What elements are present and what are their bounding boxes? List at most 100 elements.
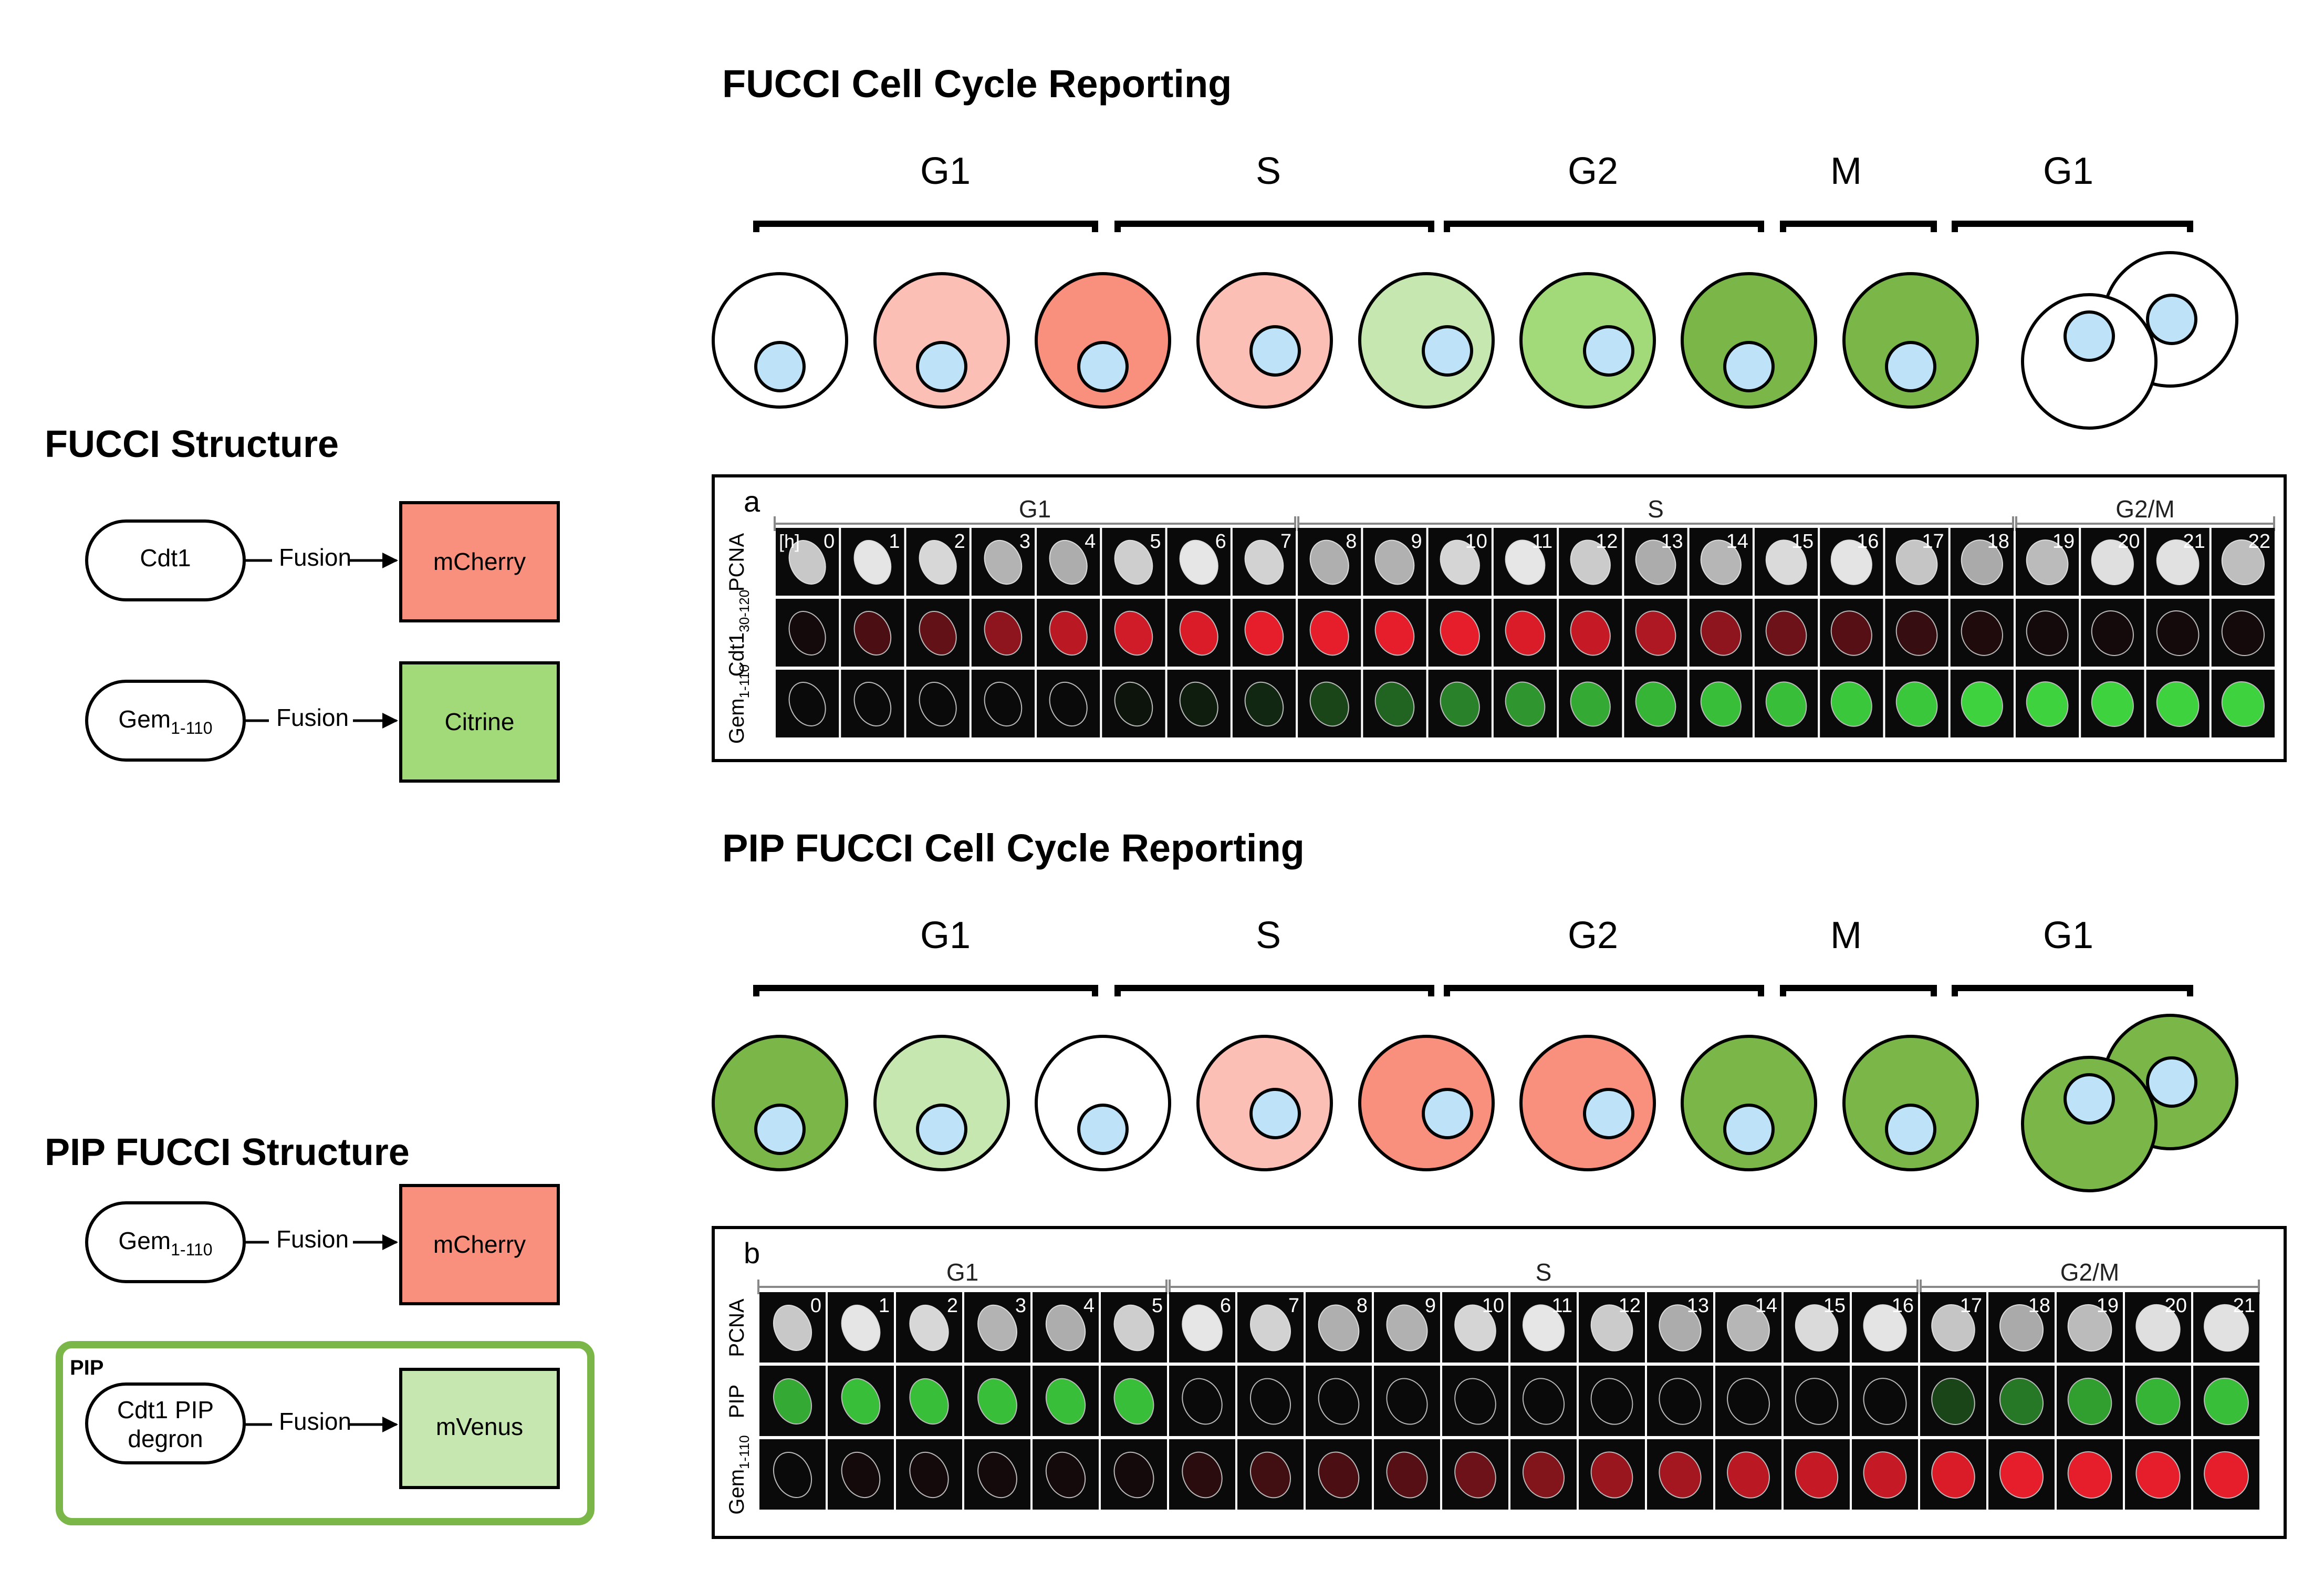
nucleus-signal (1830, 539, 1872, 585)
phase-header-label: S (1536, 1259, 1552, 1286)
nucleus-signal (841, 1451, 881, 1499)
cell (1842, 272, 1979, 409)
nucleus-signal (1863, 1304, 1907, 1351)
timepoint-label: 20 (2118, 531, 2140, 553)
timepoint-label: 0 (824, 531, 835, 553)
nucleus-signal (984, 610, 1023, 656)
bracket (753, 985, 1098, 996)
nucleus-signal (919, 681, 957, 727)
nucleus-signal (1250, 1378, 1291, 1425)
fucci-structure-title: FUCCI Structure (45, 423, 339, 465)
nucleus-signal (2091, 681, 2134, 727)
cdt1-node (85, 519, 246, 601)
nucleus-signal (2221, 681, 2265, 727)
nucleus-signal (773, 1304, 812, 1351)
nucleus-signal (1765, 610, 1807, 656)
nucleus-signal (1114, 610, 1153, 656)
nucleus-signal (1635, 681, 1676, 727)
nucleus-signal (2156, 539, 2200, 585)
nucleus-signal (1049, 681, 1088, 727)
nucleus-signal (1590, 1378, 1633, 1425)
timepoint-label: 1 (889, 531, 900, 553)
nucleus-signal (2135, 1451, 2181, 1499)
timepoint-label: 5 (1150, 531, 1161, 553)
nucleus-signal (2204, 1377, 2249, 1426)
nucleus-signal (1045, 1304, 1086, 1351)
timepoint-label: 3 (1015, 1295, 1026, 1317)
nucleus (1077, 1104, 1129, 1155)
nucleus-signal (909, 1378, 949, 1425)
nucleus-signal (1961, 681, 2003, 727)
micrograph-tile (1579, 1366, 1645, 1436)
nucleus-signal (2156, 681, 2200, 727)
nucleus-signal (1522, 1304, 1565, 1351)
phase-label: G1 (2043, 150, 2093, 192)
nucleus-signal (1830, 681, 1872, 727)
panel-letter: a (744, 485, 760, 518)
timepoint-label: 22 (2248, 531, 2270, 553)
timepoint-label: 17 (1922, 531, 1944, 553)
nucleus-signal (1700, 681, 1742, 727)
phase-header-label: G2/M (2115, 495, 2174, 523)
timepoint-label: 9 (1425, 1295, 1436, 1317)
nucleus-signal (2067, 1304, 2112, 1352)
pip-fucci-title: PIP FUCCI Cell Cycle Reporting (722, 826, 1305, 870)
fusion-label-bg (269, 1228, 353, 1256)
fusion-label: Fusion (276, 1225, 349, 1253)
timepoint-label: 20 (2165, 1295, 2187, 1317)
timepoint-label: 1 (879, 1295, 890, 1317)
micrograph-tile (964, 1439, 1030, 1510)
nucleus-signal (1659, 1378, 1702, 1425)
nucleus-signal (1505, 539, 1546, 585)
nucleus-signal (1309, 610, 1349, 656)
nucleus-signal (2221, 610, 2265, 657)
nucleus-signal (853, 539, 892, 585)
pip-fucci-structure-title: PIP FUCCI Structure (45, 1131, 410, 1173)
micrograph-tile (971, 670, 1035, 737)
nucleus-signal (1114, 681, 1153, 727)
timepoint-label: 2 (954, 531, 965, 553)
nucleus-signal (919, 539, 957, 585)
nucleus-signal (1309, 681, 1349, 727)
nucleus-signal (1386, 1304, 1428, 1351)
nucleus-signal (1374, 539, 1415, 585)
gem-node (85, 680, 246, 762)
cdt1-pip-label: Cdt1 PIP (117, 1396, 214, 1423)
nucleus-signal (1505, 681, 1546, 727)
nucleus-signal (1386, 1378, 1428, 1425)
nucleus-signal (1250, 1451, 1291, 1499)
timepoint-label: 21 (2183, 531, 2205, 553)
micrograph-tile (1237, 1366, 1304, 1436)
timepoint-label: 12 (1596, 531, 1618, 553)
nucleus-signal (788, 682, 826, 726)
nucleus-signal (1374, 610, 1415, 656)
nucleus-signal (1590, 1451, 1633, 1499)
micrograph-tile (841, 670, 904, 737)
cell (1035, 272, 1171, 409)
nucleus-signal (1931, 1451, 1975, 1499)
nucleus (1885, 341, 1936, 392)
phase-label: G1 (2043, 914, 2093, 956)
pip-phase-brackets: G1 S G2 M G1 (753, 914, 2193, 996)
timepoint-label: 11 (1532, 531, 1552, 553)
timepoint-label: 7 (1288, 1295, 1299, 1317)
nucleus-signal (1045, 1378, 1086, 1425)
nucleus-signal (1895, 539, 1938, 585)
fusion-label: Fusion (276, 704, 349, 731)
phase-label: S (1256, 914, 1281, 956)
nucleus-signal (1318, 1378, 1360, 1425)
nucleus-signal (1727, 1378, 1770, 1425)
nucleus-signal (2156, 610, 2200, 656)
nucleus-signal (1113, 1451, 1154, 1499)
fucci-cell-row (712, 251, 2238, 430)
mvenus-label: mVenus (436, 1413, 523, 1440)
nucleus-signal (984, 681, 1023, 727)
nucleus-signal (1895, 681, 1938, 727)
degron-label: degron (128, 1425, 203, 1452)
nucleus-signal (788, 611, 826, 656)
timepoint-label: 4 (1085, 531, 1096, 553)
micrograph-tile (1374, 1366, 1440, 1436)
nucleus-signal (773, 1378, 812, 1425)
phase-label: G2 (1568, 914, 1618, 956)
nucleus-signal (1318, 1451, 1360, 1499)
